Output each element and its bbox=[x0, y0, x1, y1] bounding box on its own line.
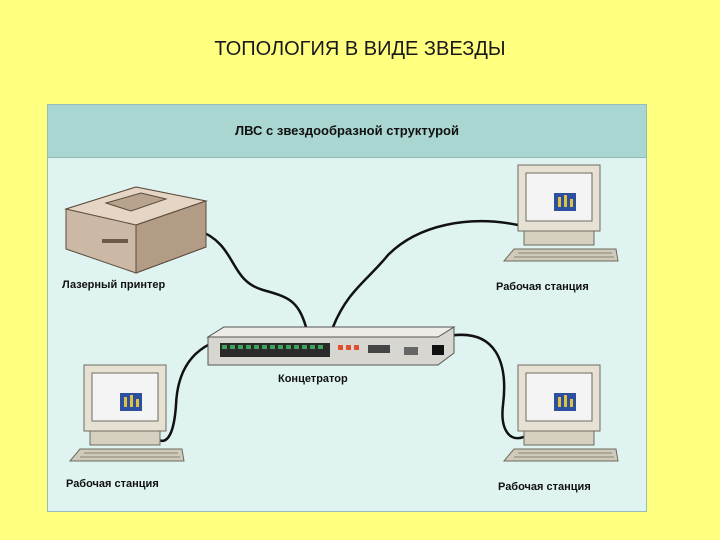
cables bbox=[151, 220, 530, 442]
label-hub: Концетратор bbox=[278, 373, 348, 385]
cable-ws-top-right bbox=[331, 220, 520, 329]
label-ws-bottom-right: Рабочая станция bbox=[498, 481, 591, 493]
hub-icon bbox=[206, 326, 456, 366]
cable-ws-bottom-right bbox=[441, 333, 530, 440]
label-ws-bottom-left: Рабочая станция bbox=[66, 478, 159, 490]
workstation-icon bbox=[502, 364, 619, 462]
workstation-icon bbox=[502, 164, 619, 262]
label-ws-top-right: Рабочая станция bbox=[496, 281, 589, 293]
network-diagram bbox=[64, 164, 619, 462]
cable-printer bbox=[196, 228, 308, 329]
diagram-panel: ЛВС с звездообразной структурой bbox=[47, 104, 647, 512]
label-printer: Лазерный принтер bbox=[62, 279, 166, 291]
diagram-header: ЛВС с звездообразной структурой bbox=[48, 105, 646, 158]
diagram-header-text: ЛВС с звездообразной структурой bbox=[235, 123, 459, 138]
slide-title: ТОПОЛОГИЯ В ВИДЕ ЗВЕЗДЫ bbox=[214, 38, 506, 60]
laser-printer-icon bbox=[64, 186, 208, 274]
workstation-icon bbox=[68, 364, 185, 462]
